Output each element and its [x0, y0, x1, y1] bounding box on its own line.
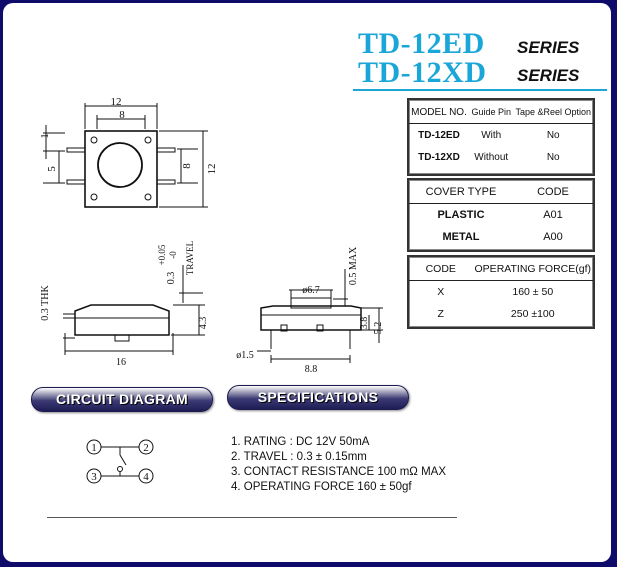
mount-hole-icon — [144, 193, 152, 201]
dim-front-38: 3.8 — [359, 317, 370, 330]
technical-drawing: 12 8 1 5 8 12 0.3 THK 0.3 +0.05 -0 TRAVE… — [39, 96, 384, 484]
model-title-ed: TD-12ED — [358, 27, 485, 60]
specifications-heading: SPECIFICATIONS — [227, 385, 409, 410]
series-label-2: SERIES — [517, 66, 580, 85]
cover-header-type: COVER TYPE — [409, 181, 513, 204]
cover-cell-code-2: A00 — [543, 231, 563, 243]
model-cell-tape-1: No — [546, 129, 560, 141]
cover-cell-type-2: METAL — [442, 231, 480, 243]
dim-side-travel-tol-plus: +0.05 — [157, 244, 167, 265]
spec-item-operating-force: 4. OPERATING FORCE 160 ± 50gf — [231, 481, 412, 493]
circuit-diagram-title: CIRCUIT DIAGRAM — [55, 391, 189, 407]
model-title-xd: TD-12XD — [358, 56, 487, 89]
bottom-rule — [47, 517, 457, 518]
mount-hole-icon — [90, 136, 98, 144]
dim-side-43: 4.3 — [198, 317, 209, 330]
dim-left-5: 5 — [46, 166, 58, 172]
dim-side-travel-val: 0.3 — [166, 272, 177, 285]
circuit-pin-4-label: 4 — [143, 471, 149, 483]
force-cell-code-1: X — [437, 286, 445, 298]
dim-front-15: ø1.5 — [236, 350, 254, 361]
title-underline — [353, 89, 607, 91]
pin-left-top — [66, 147, 86, 153]
dim-side-16: 16 — [116, 357, 126, 368]
cover-header-code: CODE — [513, 181, 593, 204]
specifications-title: SPECIFICATIONS — [257, 389, 379, 405]
mount-hole-icon — [144, 136, 152, 144]
dim-left-1: 1 — [39, 133, 51, 139]
force-table: CODE OPERATING FORCE(gf) X 160 ± 50 Z 25… — [409, 258, 593, 325]
force-header-code: CODE — [409, 258, 473, 281]
dim-front-52: 5.2 — [373, 322, 384, 335]
model-table: MODEL NO. Guide Pin Tape &Reel Option TD… — [409, 101, 593, 168]
pin-right-top — [156, 147, 176, 153]
specifications-list: 1. RATING : DC 12V 50mA 2. TRAVEL : 0.3 … — [231, 435, 446, 495]
model-header-model: MODEL NO. — [409, 101, 469, 124]
spec-item-contact-resistance: 3. CONTACT RESISTANCE 100 mΩ MAX — [231, 466, 447, 478]
top-view-button — [97, 142, 143, 188]
model-header-tape: Tape &Reel Option — [513, 101, 593, 124]
side-view-body — [74, 304, 170, 336]
dim-side-travel-label: TRAVEL — [185, 241, 195, 275]
force-cell-code-2: Z — [437, 308, 444, 320]
model-cell-guide-1: With — [481, 129, 502, 141]
dim-right-8: 8 — [181, 163, 193, 169]
model-cell-model-2: TD-12XD — [418, 151, 460, 163]
switch-contact-icon — [119, 454, 127, 466]
dim-front-05max: 0.5 MAX — [348, 246, 359, 285]
dim-side-travel-tol-minus: -0 — [168, 251, 178, 259]
cover-cell-code-1: A01 — [543, 209, 563, 221]
cover-cell-type-1: PLASTIC — [437, 209, 485, 221]
model-table-box: MODEL NO. Guide Pin Tape &Reel Option TD… — [407, 98, 595, 176]
series-label-1: SERIES — [517, 38, 580, 57]
front-view-button — [290, 297, 332, 309]
front-view-body — [260, 305, 362, 331]
cover-table-box: COVER TYPE CODE PLASTIC A01 METAL A00 — [407, 178, 595, 252]
circuit-pin-1-label: 1 — [91, 442, 97, 454]
spec-item-rating: 1. RATING : DC 12V 50mA — [231, 436, 370, 448]
datasheet-panel: TD-12ED SERIES TD-12XD SERIES MODEL NO. … — [3, 3, 611, 562]
circuit-diagram-heading: CIRCUIT DIAGRAM — [31, 387, 213, 412]
dim-top-inner: 8 — [119, 109, 125, 121]
top-view-body — [84, 130, 158, 208]
pin-right-bottom — [156, 179, 176, 185]
dim-side-thk: 0.3 THK — [40, 285, 51, 321]
model-cell-guide-2: Without — [474, 151, 509, 163]
dim-front-88: 8.8 — [305, 364, 318, 375]
dim-right-12: 12 — [206, 164, 218, 175]
circuit-pin-2-label: 2 — [143, 442, 149, 454]
spec-item-travel: 2. TRAVEL : 0.3 ± 0.15mm — [231, 451, 367, 463]
cover-table: COVER TYPE CODE PLASTIC A01 METAL A00 — [409, 181, 593, 248]
force-header-force: OPERATING FORCE(gf) — [472, 258, 593, 281]
pin-left-bottom — [66, 179, 86, 185]
model-cell-model-1: TD-12ED — [418, 129, 460, 141]
model-cell-tape-2: No — [546, 151, 560, 163]
mount-hole-icon — [90, 193, 98, 201]
dim-front-67: ø6.7 — [302, 285, 320, 296]
force-table-box: CODE OPERATING FORCE(gf) X 160 ± 50 Z 25… — [407, 255, 595, 329]
force-cell-force-1: 160 ± 50 — [512, 286, 554, 298]
force-cell-force-2: 250 ±100 — [510, 308, 555, 320]
model-header-guide: Guide Pin — [468, 101, 514, 124]
circuit-pin-3-label: 3 — [91, 471, 97, 483]
dim-top-outer: 12 — [111, 96, 122, 108]
